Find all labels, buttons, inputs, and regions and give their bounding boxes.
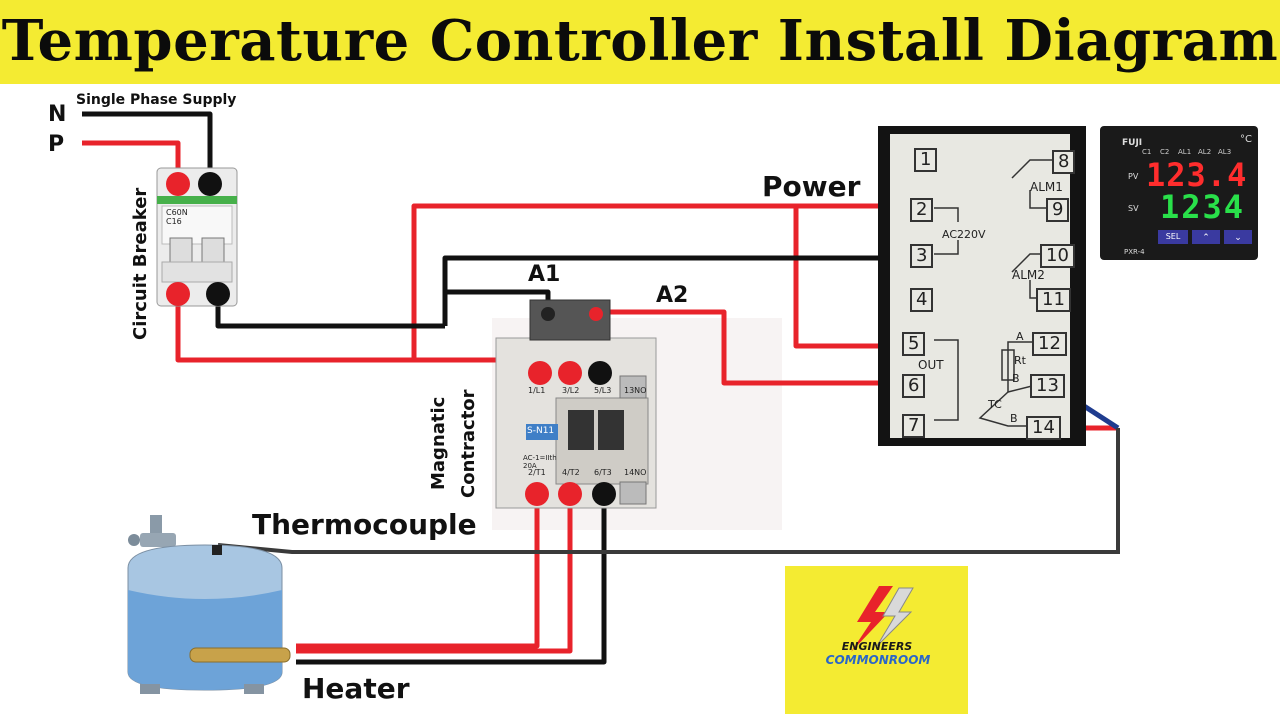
tc-label: TC bbox=[988, 398, 1002, 411]
thermocouple-label: Thermocouple bbox=[252, 508, 477, 541]
terminal-7: 7 bbox=[902, 414, 926, 438]
wire-p-to-power bbox=[411, 203, 878, 360]
terminal-8: 8 bbox=[1052, 150, 1076, 174]
wire-n-in bbox=[82, 111, 213, 180]
wire-n-to-power bbox=[442, 255, 878, 326]
terminal-a-label: A bbox=[1016, 330, 1024, 343]
magnetic-contactor bbox=[495, 299, 657, 509]
rt-label: Rt bbox=[1014, 354, 1026, 367]
controller-unit: °C bbox=[1240, 134, 1252, 145]
terminal-6: 6 bbox=[902, 374, 926, 398]
terminal-3: 3 bbox=[910, 244, 934, 268]
breaker-terminal-p-out bbox=[166, 282, 190, 306]
contactor-top-3: 5/L3 bbox=[594, 386, 612, 395]
breaker-terminal-n-in bbox=[198, 172, 222, 196]
terminal-5: 5 bbox=[902, 332, 926, 356]
indicator-al1: AL1 bbox=[1178, 148, 1192, 156]
ac220v-label: AC220V bbox=[942, 228, 986, 241]
a2-label: A2 bbox=[656, 283, 689, 308]
wire-power-to-5 bbox=[793, 206, 878, 349]
breaker-terminal-n-out bbox=[206, 282, 230, 306]
indicator-al2: AL2 bbox=[1198, 148, 1212, 156]
contactor-top-2: 3/L2 bbox=[562, 386, 580, 395]
controller-model: PXR-4 bbox=[1124, 248, 1145, 256]
controller-brand: FUJI bbox=[1122, 138, 1143, 148]
sv-label: SV bbox=[1128, 204, 1139, 213]
alm2-label: ALM2 bbox=[1012, 268, 1045, 282]
out-label: OUT bbox=[918, 358, 944, 372]
terminal-9: 9 bbox=[1046, 198, 1070, 222]
indicator-c1: C1 bbox=[1142, 148, 1152, 156]
terminal-14: 14 bbox=[1026, 416, 1061, 440]
breaker-terminal-p-in bbox=[166, 172, 190, 196]
breaker-rating: C16 bbox=[166, 217, 182, 226]
terminal-12: 12 bbox=[1032, 332, 1067, 356]
alm1-label: ALM1 bbox=[1030, 180, 1063, 194]
wire-t3-heater bbox=[296, 492, 607, 665]
wire-t1-heater bbox=[296, 492, 540, 649]
pv-value: 123.4 bbox=[1146, 156, 1248, 194]
water-tank bbox=[127, 515, 291, 694]
page-title: Temperature Controller Install Diagram bbox=[1, 8, 1279, 74]
heater-element bbox=[189, 647, 291, 663]
contactor-model: S-N11 bbox=[527, 426, 555, 436]
contactor-bottom-2: 4/T2 bbox=[562, 468, 580, 477]
terminal-11: 11 bbox=[1036, 288, 1071, 312]
terminal-b1-label: B bbox=[1012, 372, 1020, 385]
terminal-4: 4 bbox=[910, 288, 934, 312]
terminal-10: 10 bbox=[1040, 244, 1075, 268]
contactor-top-4: 13NO bbox=[624, 386, 647, 395]
contactor-top-1: 1/L1 bbox=[528, 386, 546, 395]
contactor-bottom-3: 6/T3 bbox=[594, 468, 612, 477]
pv-label: PV bbox=[1128, 172, 1139, 181]
sv-value: 1234 bbox=[1160, 188, 1246, 226]
terminal-1: 1 bbox=[914, 148, 938, 172]
a1-label: A1 bbox=[528, 262, 561, 287]
wire-a2-to-6 bbox=[598, 309, 878, 386]
sel-button[interactable]: SEL bbox=[1158, 230, 1188, 244]
down-button[interactable]: ⌄ bbox=[1224, 230, 1252, 244]
neutral-label: N bbox=[48, 102, 67, 127]
phase-label: P bbox=[48, 132, 65, 157]
contactor-rating: AC-1=IIth 20A bbox=[523, 454, 557, 470]
supply-label: Single Phase Supply bbox=[76, 92, 237, 108]
logo-line1: ENGINEERS bbox=[841, 640, 913, 653]
lightning-icon bbox=[851, 586, 914, 652]
logo-line2: COMMONROOM bbox=[825, 653, 931, 667]
title-banner bbox=[0, 0, 1280, 84]
indicator-al3: AL3 bbox=[1218, 148, 1232, 156]
terminal-13: 13 bbox=[1030, 374, 1065, 398]
wire-t2-heater bbox=[296, 492, 573, 654]
terminal-2: 2 bbox=[910, 198, 934, 222]
up-button[interactable]: ⌃ bbox=[1192, 230, 1220, 244]
contactor-bottom-1: 2/T1 bbox=[528, 468, 546, 477]
terminal-b2-label: B bbox=[1010, 412, 1018, 425]
indicator-c2: C2 bbox=[1160, 148, 1170, 156]
circuit-breaker bbox=[156, 167, 238, 307]
contactor-bottom-4: 14NO bbox=[624, 468, 647, 477]
heater-label: Heater bbox=[302, 672, 410, 705]
power-label: Power bbox=[762, 170, 861, 203]
breaker-model: C60N bbox=[166, 208, 188, 217]
